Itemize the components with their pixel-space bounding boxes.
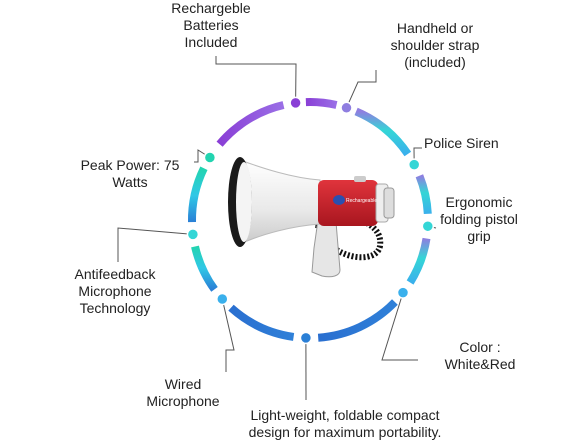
pistol-grip xyxy=(311,219,341,278)
feature-label-lightweight: Light-weight, foldable compact design fo… xyxy=(220,407,470,441)
feature-label-line: Microphone xyxy=(78,283,152,299)
feature-markers xyxy=(186,96,435,345)
feature-marker-dot xyxy=(407,158,421,171)
leader-line xyxy=(346,70,377,109)
feature-marker-dot xyxy=(216,292,229,306)
megaphone-image: Rechargeable xyxy=(228,157,395,278)
feature-label-wired-mic: Wired Microphone xyxy=(128,376,238,410)
feature-marker-dot xyxy=(299,331,313,345)
ring-segment xyxy=(406,237,431,285)
feature-label-antifeedback: Antifeedback Microphone Technology xyxy=(50,266,180,317)
feature-label-line: Color : xyxy=(459,339,501,355)
feature-label-strap: Handheld or shoulder strap (included) xyxy=(370,20,500,71)
feature-label-siren: Police Siren xyxy=(424,135,534,152)
leader-line xyxy=(221,298,235,372)
feature-label-line: folding pistol xyxy=(440,211,518,227)
ring-segment xyxy=(354,107,412,157)
feature-label-line: Light-weight, foldable compact xyxy=(250,407,440,423)
feature-ring xyxy=(187,98,432,342)
feature-label-color: Color : White&Red xyxy=(420,339,540,373)
feature-label-line: Handheld or xyxy=(396,20,474,36)
feature-label-line: (included) xyxy=(404,54,466,70)
feature-label-line: Batteries xyxy=(183,17,239,33)
feature-label-line: grip xyxy=(467,228,491,244)
ring-segment xyxy=(415,174,432,215)
feature-marker-dot xyxy=(340,101,353,115)
ring-segment xyxy=(191,245,218,292)
ring-segment xyxy=(228,304,295,341)
ring-segment xyxy=(216,101,285,147)
feature-marker-dot xyxy=(289,96,302,110)
feature-label-batteries: Rechargeble Batteries Included xyxy=(146,0,276,51)
feature-label-line: Peak Power: 75 xyxy=(80,157,180,173)
feature-label-line: White&Red xyxy=(444,356,516,372)
feature-label-grip: Ergonomic folding pistol grip xyxy=(420,194,538,245)
feature-label-line: Wired xyxy=(164,376,202,392)
coiled-cord xyxy=(315,215,384,261)
feature-label-line: Ergonomic xyxy=(445,194,513,210)
leader-line xyxy=(117,227,193,262)
feature-marker-dot xyxy=(421,219,435,233)
feature-marker-dot xyxy=(203,151,217,164)
feature-label-line: Technology xyxy=(79,300,151,316)
ring-segment xyxy=(187,166,208,223)
feature-label-line: Included xyxy=(184,34,238,50)
brand-text: Rechargeable xyxy=(346,198,377,204)
feature-label-peak-power: Peak Power: 75 Watts xyxy=(66,157,194,191)
leader-line xyxy=(194,149,211,163)
feature-label-line: Rechargeble xyxy=(171,0,251,16)
feature-label-line: Police Siren xyxy=(424,135,499,151)
red-body xyxy=(318,180,378,226)
feature-marker-dot xyxy=(396,286,410,299)
leader-line xyxy=(215,56,297,103)
feature-label-line: design for maximum portability. xyxy=(248,424,442,440)
ring-segment xyxy=(317,299,398,342)
feature-marker-dot xyxy=(186,228,200,241)
ring-segment xyxy=(305,98,338,109)
feature-label-line: Antifeedback xyxy=(74,266,156,282)
feature-label-line: Microphone xyxy=(146,393,220,409)
feature-label-line: Watts xyxy=(112,174,148,190)
leader-line xyxy=(381,292,418,361)
feature-label-line: shoulder strap xyxy=(390,37,480,53)
